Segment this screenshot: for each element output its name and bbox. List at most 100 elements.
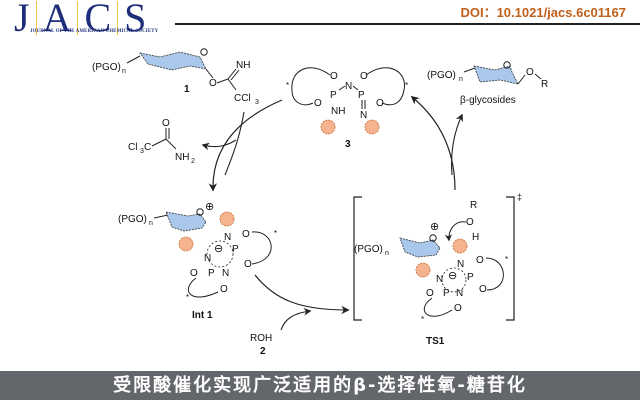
- roh-label: ROH: [250, 333, 272, 344]
- subscript-3: 3: [140, 148, 144, 155]
- subscript-2: 2: [191, 158, 195, 165]
- sugar-ring: [139, 51, 207, 71]
- catalyst-3: * * O O P P N O O NH N 3: [286, 67, 408, 150]
- arrow-release-amide: [201, 139, 237, 151]
- o-atom: O: [479, 284, 487, 295]
- nucleophile-roh: ROH 2: [250, 333, 272, 357]
- o-atom: O: [526, 67, 534, 78]
- caption-banner: 受限酸催化实现广泛适用的β-选择性氧-糖苷化: [0, 371, 640, 400]
- pgo-label: (PGO): [92, 62, 121, 73]
- arrow-cat-to-int1: [208, 99, 283, 192]
- p-atom: P: [443, 288, 450, 299]
- n-atom: N: [436, 274, 443, 285]
- plus-charge: ⊕: [430, 221, 439, 233]
- star: *: [421, 315, 424, 324]
- subscript-n: n: [459, 76, 463, 83]
- p-atom: P: [467, 272, 474, 283]
- logo-letter: J: [8, 0, 37, 38]
- transition-state-ts1: ‡ (PGO) n ⊕ R O H N N P P N O O O O ⊖ * …: [353, 192, 522, 347]
- o-atom: O: [244, 259, 252, 270]
- oxocarbenium-ring: [165, 211, 207, 232]
- star: *: [505, 255, 508, 264]
- star: *: [274, 229, 277, 238]
- journal-subtitle: JOURNAL OF THE AMERICAN CHEMICAL SOCIETY: [30, 29, 159, 34]
- nh2-label: NH: [175, 152, 189, 163]
- n-atom: N: [456, 288, 463, 299]
- o-atom: O: [220, 284, 228, 295]
- o-atom: O: [330, 71, 338, 82]
- p-atom-left: P: [330, 90, 337, 101]
- c-label: C: [144, 142, 151, 153]
- minus-charge: ⊖: [214, 243, 223, 255]
- r-group: R: [541, 79, 548, 90]
- n-bridge: N: [345, 81, 352, 92]
- bulky-group: [320, 119, 336, 135]
- bulky-group: [219, 211, 235, 227]
- plus-charge: ⊕: [205, 201, 214, 213]
- n-atom: N: [457, 259, 464, 270]
- p-atom: P: [208, 268, 215, 279]
- bulky-group: [178, 236, 194, 252]
- subscript-n: n: [122, 68, 126, 75]
- pgo-label: (PGO): [118, 214, 147, 225]
- imidate-nh: NH: [236, 60, 250, 71]
- o-atom: O: [454, 303, 462, 314]
- trichloroacetamide: Cl 3 C O NH 2: [128, 118, 195, 165]
- o-atom: O: [360, 71, 368, 82]
- compound-number: 3: [345, 139, 351, 150]
- ccl3-label: CCl: [234, 93, 251, 104]
- oxocarbenium-ring: [399, 237, 441, 258]
- o-atom: O: [190, 268, 198, 279]
- n-atom: N: [222, 268, 229, 279]
- n-bottom: N: [360, 110, 367, 121]
- r-group: R: [470, 200, 477, 211]
- subscript-3: 3: [255, 99, 259, 106]
- carbonyl-o: O: [162, 118, 170, 129]
- sugar-ring: [473, 65, 519, 85]
- o-atom: O: [376, 98, 384, 109]
- o-atom: O: [476, 255, 484, 266]
- arrow-int1-to-ts1: [254, 274, 350, 315]
- logo-letter: A: [37, 0, 79, 38]
- pgo-label: (PGO): [427, 70, 456, 81]
- minus-charge: ⊖: [448, 270, 457, 282]
- arrow-roh-addition: [280, 307, 312, 331]
- p-atom: P: [232, 244, 239, 255]
- int1-label: Int 1: [192, 310, 213, 321]
- star: *: [186, 293, 189, 302]
- header-rule: [175, 23, 640, 25]
- cl-label: Cl: [128, 142, 137, 153]
- logo-letter: S: [124, 0, 147, 40]
- glycosidic-o: O: [209, 78, 217, 89]
- star-left: *: [286, 81, 289, 90]
- compound-number: 1: [184, 84, 190, 95]
- reaction-scheme: (PGO) n O NH CCl 3 1 Cl 3 C O NH 2 * * O…: [92, 48, 548, 357]
- o-atom: O: [242, 229, 250, 240]
- ts1-label: TS1: [426, 336, 445, 347]
- o-atom: O: [426, 288, 434, 299]
- star-right: *: [405, 81, 408, 90]
- o-atom: O: [466, 217, 474, 228]
- n-atom: N: [224, 232, 231, 243]
- o-atom: O: [314, 98, 322, 109]
- bulky-group: [452, 238, 468, 254]
- bulky-group: [415, 262, 431, 278]
- double-dagger: ‡: [517, 192, 522, 202]
- arrow-to-product: [451, 113, 463, 176]
- compound-1: (PGO) n O NH CCl 3 1: [92, 48, 259, 106]
- logo-letter: C: [78, 0, 119, 38]
- arrow-imidate-activation: [224, 111, 245, 176]
- compound-number: 2: [260, 346, 266, 357]
- product-glycoside: (PGO) n O R β-glycosides: [427, 61, 548, 106]
- subscript-n: n: [149, 220, 153, 227]
- intermediate-1: (PGO) n ⊕ N N P P N O O O O ⊖ * * Int 1: [118, 201, 277, 321]
- nh-atom: NH: [331, 106, 345, 117]
- subscript-n: n: [385, 250, 389, 257]
- arrow-ts1-to-cat: [410, 95, 456, 191]
- doi-label: DOI：10.1021/jacs.6c01167: [460, 5, 626, 20]
- cycle-arrows: [201, 95, 463, 331]
- h-atom: H: [472, 232, 479, 243]
- p-atom-right: P: [358, 90, 365, 101]
